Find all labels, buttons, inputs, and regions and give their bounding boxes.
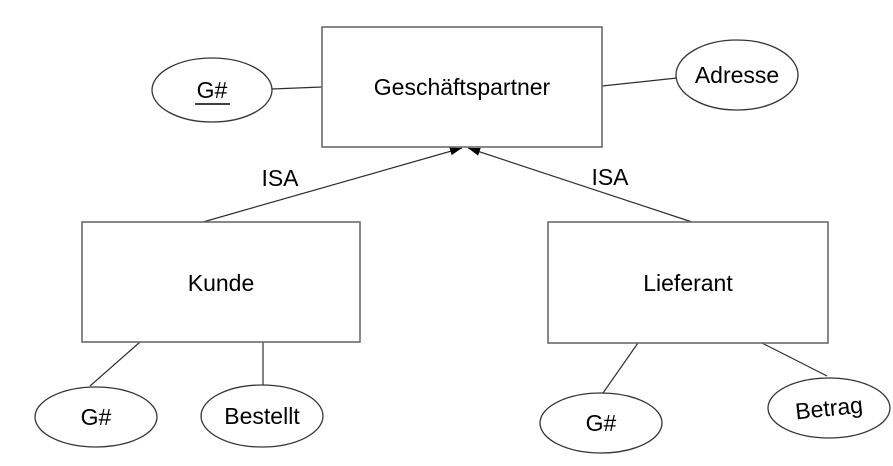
entity-geschaeftspartner: Geschäftspartner	[321, 26, 603, 148]
connector-gnr-to-geschaeftspartner	[271, 86, 323, 90]
attribute-gnr-lieferant: G#	[539, 392, 663, 454]
isa-label-left: ISA	[261, 165, 299, 191]
attribute-gnr-lieferant-ellipse	[539, 392, 663, 454]
connector-layer	[89, 77, 828, 394]
attribute-betrag-ellipse	[767, 377, 891, 439]
attribute-gnr-kunde-label: G#	[81, 404, 112, 430]
isa-label-right: ISA	[591, 164, 629, 190]
entity-kunde: Kunde	[81, 221, 361, 343]
connector-isa-lieferant	[467, 147, 693, 223]
attribute-betrag: Betrag	[767, 377, 891, 439]
connector-lieferant-to-betrag	[761, 342, 828, 377]
entity-lieferant-label: Lieferant	[643, 270, 733, 296]
attribute-adresse-label: Adresse	[695, 62, 779, 88]
entity-kunde-box	[81, 221, 361, 343]
connector-isa-kunde	[202, 147, 463, 223]
attribute-bestellt-label: Bestellt	[224, 403, 300, 429]
entity-kunde-label: Kunde	[188, 270, 255, 296]
attribute-adresse-ellipse	[675, 39, 799, 111]
attribute-gnr-geschaeftspartner: G#	[151, 57, 273, 123]
entity-lieferant: Lieferant	[547, 221, 829, 344]
entity-geschaeftspartner-label: Geschäftspartner	[374, 74, 551, 100]
attribute-gnr-geschaeftspartner-label: G#	[197, 77, 228, 103]
isa-arrowhead-right	[468, 148, 481, 156]
attribute-bestellt: Bestellt	[200, 384, 324, 448]
attribute-gnr-kunde: G#	[34, 386, 158, 448]
attribute-gnr-lieferant-label: G#	[586, 410, 617, 436]
connector-kunde-to-gnr	[89, 341, 141, 387]
attribute-gnr-geschaeftspartner-ellipse	[151, 57, 273, 123]
entity-lieferant-box	[547, 221, 829, 344]
attribute-gnr-kunde-ellipse	[34, 386, 158, 448]
attribute-adresse: Adresse	[675, 39, 799, 111]
attribute-bestellt-ellipse	[200, 384, 324, 448]
entity-geschaeftspartner-box	[321, 26, 603, 148]
connector-lieferant-to-gnr	[602, 342, 639, 394]
isa-arrowhead-left	[449, 147, 462, 156]
connector-geschaeftspartner-to-adresse	[601, 77, 678, 87]
